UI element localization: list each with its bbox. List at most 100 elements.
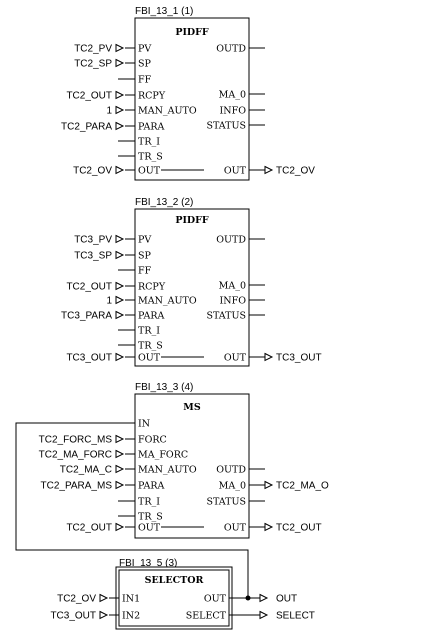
block-instance-label: FBI_13_5 (3) [119, 558, 177, 569]
input-pin-tr-s[interactable]: TR_S [118, 341, 163, 352]
input-signal-label: TC2_OUT [66, 523, 112, 534]
pin-label: PARA [138, 122, 165, 133]
pin-label: MA_FORC [138, 450, 188, 461]
pin-label: MAN_AUTO [138, 465, 197, 476]
selector-output-out[interactable]: OUT [245, 594, 297, 605]
pin-label: STATUS [206, 121, 246, 132]
pin-label: OUT [224, 523, 247, 534]
output-pin-info[interactable]: INFO [220, 106, 265, 117]
block-frame [118, 569, 230, 627]
pin-label: FF [138, 266, 152, 277]
input-connector-arrow [115, 43, 125, 53]
pin-label: OUTD [216, 44, 246, 55]
feedback-path [15, 422, 249, 598]
pin-label: INFO [220, 106, 247, 117]
pin-label: RCPY [138, 282, 166, 293]
output-pin-status[interactable]: STATUS [206, 121, 265, 132]
output-signal-label: SELECT [276, 611, 315, 622]
output-pin-status[interactable]: STATUS [206, 497, 265, 508]
block-type-title: MS [183, 402, 201, 413]
input-connector-arrow [115, 522, 125, 532]
output-connector-arrow [264, 165, 274, 175]
input-pin-ff[interactable]: FF [118, 75, 152, 86]
selector-output-select[interactable]: SELECT [245, 611, 315, 622]
input-connector-arrow [115, 105, 125, 115]
output-pin-outd[interactable]: OUTD [216, 44, 265, 55]
block-instance-label: FBI_13_1 (1) [135, 6, 193, 17]
input-connector-arrow [99, 593, 109, 603]
input-connector-arrow [115, 250, 125, 260]
pin-label: TR_I [138, 137, 160, 148]
input-signal-label: TC3_SP [74, 251, 112, 262]
pin-label: OUT [204, 594, 227, 605]
pin-label: TR_I [138, 497, 160, 508]
input-signal-label: TC2_OV [57, 594, 96, 605]
output-pin-ma-0[interactable]: MA_0 [219, 90, 265, 101]
input-pin-in[interactable]: IN [138, 419, 150, 430]
input-signal-label: 1 [106, 296, 112, 307]
output-connector-arrow [259, 610, 269, 620]
input-pin-tr-i[interactable]: TR_I [118, 137, 160, 148]
input-connector-arrow [115, 480, 125, 490]
input-connector-arrow [115, 434, 125, 444]
pin-label: SP [138, 59, 152, 70]
input-pin-tr-s[interactable]: TR_S [118, 512, 163, 523]
output-pin-select[interactable]: SELECT [186, 611, 245, 622]
input-pin-tr-s[interactable]: TR_S [118, 152, 163, 163]
block-frame [134, 17, 250, 181]
pin-label: MAN_AUTO [138, 296, 197, 307]
input-pin-man-auto[interactable]: MAN_AUTO 1 [106, 296, 196, 307]
pin-label: IN [138, 419, 150, 430]
output-pin-status[interactable]: STATUS [206, 311, 265, 322]
output-signal-label: TC2_MA_O [276, 481, 329, 492]
output-pin-info[interactable]: INFO [220, 296, 265, 307]
pin-label: MAN_AUTO [138, 106, 197, 117]
output-pin-outd[interactable]: OUTD [216, 235, 265, 246]
pin-label: MA_0 [219, 281, 246, 292]
pin-label: OUT [138, 353, 161, 364]
input-signal-label: TC2_OV [73, 166, 112, 177]
pin-label: OUT [224, 166, 247, 177]
function-block-ms[interactable]: FBI_13_3 (4)MSINFORCTC2_FORC_MSMA_FORCTC… [39, 382, 329, 539]
pin-label: TR_S [138, 341, 163, 352]
output-pin-ma-0[interactable]: MA_0 [219, 281, 265, 292]
output-connector-arrow [264, 480, 274, 490]
input-pin-tr-i[interactable]: TR_I [118, 326, 160, 337]
input-signal-label: TC3_PARA [61, 311, 112, 322]
input-pin-tr-i[interactable]: TR_I [118, 497, 160, 508]
pin-label: OUTD [216, 465, 246, 476]
function-block-pidff[interactable]: FBI_13_1 (1)PIDFFPVTC2_PVSPTC2_SPFFRCPYT… [61, 6, 315, 181]
input-pin-ff[interactable]: FF [118, 266, 152, 277]
output-pin-outd[interactable]: OUTD [216, 465, 265, 476]
function-block-selector[interactable]: FBI_13_5 (3)SELECTORIN1TC2_OVIN2TC3_OUTO… [50, 558, 245, 630]
output-pin-out[interactable]: OUT [204, 594, 245, 605]
input-connector-arrow [115, 90, 125, 100]
pin-label: PV [138, 235, 151, 246]
function-block-pidff[interactable]: FBI_13_2 (2)PIDFFPVTC3_PVSPTC3_SPFFRCPYT… [61, 197, 322, 367]
pin-label: OUTD [216, 235, 246, 246]
input-connector-arrow [115, 281, 125, 291]
